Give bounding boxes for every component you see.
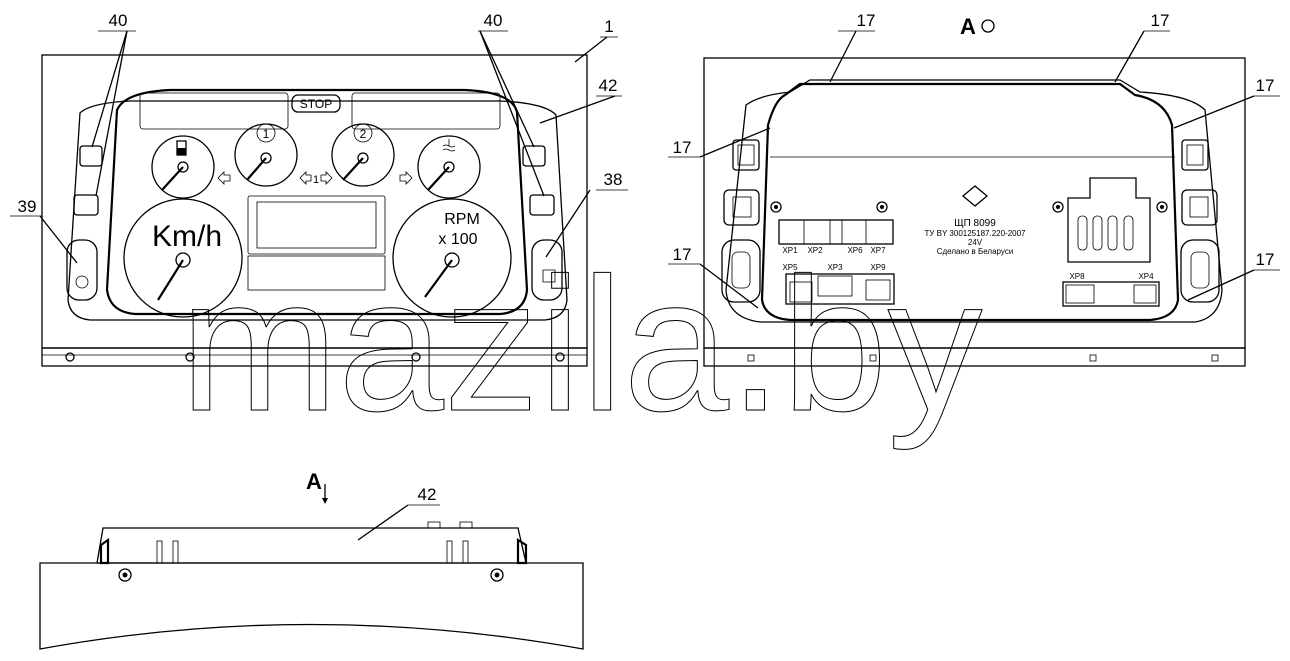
callout-42-front: 42: [599, 76, 618, 95]
top-window-left: [139, 92, 289, 130]
fuel-icon-fill: [177, 148, 186, 155]
rpm-label: RPM: [444, 211, 480, 228]
beam-icon: [542, 269, 556, 283]
speed-needle: [157, 259, 184, 301]
top-window-right: [351, 92, 501, 130]
xp8-label: XP8: [1069, 272, 1085, 281]
light-icon: [75, 275, 89, 289]
rpm-pivot: [444, 252, 460, 268]
cluster-face: [105, 88, 529, 316]
made-in-label: Сделано в Беларуси: [937, 247, 1014, 256]
view-mark-rear: A: [960, 14, 976, 39]
screw-2: [185, 352, 195, 362]
xp9-label: XP9: [870, 263, 886, 272]
callout-42-side: 42: [418, 485, 437, 504]
display-lower: [247, 255, 386, 291]
rear-view: XP1 XP2 XP6 XP7 XP5 XP3 XP9 XP8 XP4 ЩП 8…: [668, 11, 1280, 367]
display-upper: [247, 195, 386, 255]
temp-pivot: [443, 161, 455, 173]
speed-pivot: [175, 252, 191, 268]
relay-block: [1067, 177, 1151, 263]
callout-39: 39: [18, 197, 37, 216]
stop-lamp: [291, 94, 341, 113]
callout-40-right: 40: [484, 11, 503, 30]
rear-socket-l1: [732, 139, 760, 171]
left-lower-button: [73, 194, 99, 216]
rear-socket-l2: [723, 189, 760, 226]
view-arrow-icon: [322, 498, 328, 504]
temp-gauge: [417, 135, 481, 199]
callout-17-d: 17: [1256, 76, 1275, 95]
voltage-label: 24V: [968, 238, 983, 247]
trailer-left-icon: [299, 171, 312, 185]
fuel-gauge: [151, 135, 215, 199]
rear-socket-r1: [1181, 139, 1209, 171]
gauge-1-label: 1: [263, 127, 270, 141]
watermark: mazila.by: [180, 239, 983, 451]
gauge-2-badge: [353, 123, 373, 143]
view-mark-side: A: [306, 469, 322, 494]
left-upper-button: [79, 145, 103, 167]
callout-17-c: 17: [673, 138, 692, 157]
callout-17-f: 17: [1256, 250, 1275, 269]
fuel-pivot: [177, 161, 189, 173]
rear-socket-r3: [1180, 239, 1220, 303]
rear-socket-l3: [721, 239, 761, 303]
screw-3: [411, 352, 421, 362]
display-upper-inner: [256, 201, 377, 249]
xp5-label: XP5: [782, 263, 798, 272]
callout-17-a: 17: [857, 11, 876, 30]
switch-38: [531, 239, 563, 301]
xp4-label: XP4: [1138, 272, 1154, 281]
side-view: A 42: [39, 469, 584, 650]
xp1-label: XP1: [782, 246, 798, 255]
xp7-label: XP7: [870, 246, 886, 255]
xp3-label: XP3: [827, 263, 843, 272]
spec-label: ТУ BY 300125187.220-2007: [924, 229, 1026, 238]
switch-39: [66, 239, 98, 301]
connector-block-right: [1062, 281, 1160, 307]
callout-1: 1: [604, 17, 613, 36]
maker-logo: [961, 185, 989, 207]
trailer-right-icon: [320, 171, 333, 185]
callout-17-b: 17: [1151, 11, 1170, 30]
gauge-1-pivot: [260, 152, 272, 164]
right-lower-button: [529, 194, 555, 216]
rear-socket-r2: [1181, 189, 1218, 226]
coolant-icon: [442, 139, 456, 152]
view-circle-icon: [981, 19, 995, 33]
rear-case: [760, 82, 1180, 322]
gauge-2-label: 2: [360, 127, 367, 141]
speed-unit: Km/h: [152, 220, 222, 253]
screw-4: [555, 352, 565, 362]
turn-right-icon: [399, 171, 413, 185]
side-housing: [39, 562, 584, 650]
callout-17-e: 17: [673, 245, 692, 264]
screw-1: [65, 352, 75, 362]
gauge-2-pivot: [357, 152, 369, 164]
stop-label: STOP: [300, 97, 332, 111]
xp2-label: XP2: [807, 246, 823, 255]
connector-block-bottom: [785, 273, 895, 305]
turn-mid-label: 1: [313, 174, 319, 186]
turn-left-icon: [217, 171, 231, 185]
front-view: STOP 1 2 1 Km/h: [10, 11, 628, 367]
rear-rail: [703, 347, 1246, 367]
front-rail: [41, 347, 588, 367]
tachometer: [392, 198, 512, 318]
front-bezel: [67, 100, 568, 321]
side-bezel: [96, 527, 527, 564]
rear-bezel: [725, 79, 1223, 323]
xp6-label: XP6: [847, 246, 863, 255]
rpm-mult: x 100: [438, 231, 477, 248]
gauge-1-badge: [256, 123, 276, 143]
callout-40-left: 40: [109, 11, 128, 30]
speedometer: [123, 198, 243, 318]
connector-block-top: [778, 219, 894, 245]
product-label: ЩП 8099: [954, 218, 996, 229]
callout-38: 38: [604, 170, 623, 189]
